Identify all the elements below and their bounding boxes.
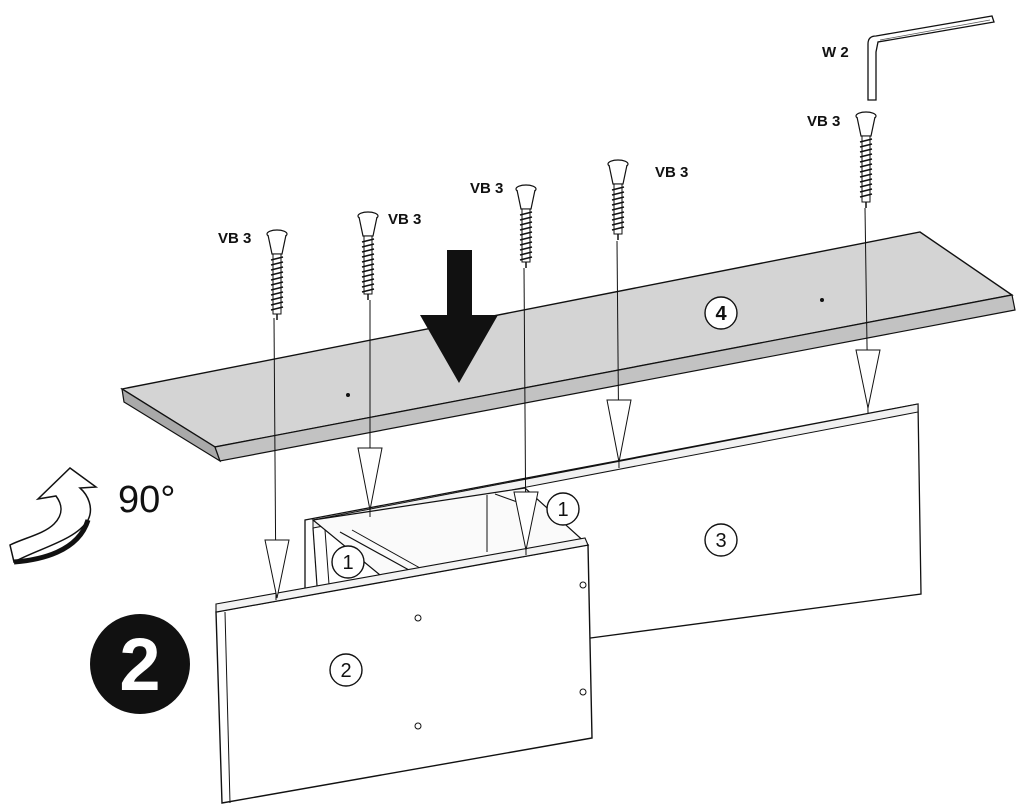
part-1-left-marker: 1	[331, 545, 365, 579]
screw-label-5: VB 3	[807, 113, 840, 130]
screw-icon	[357, 211, 379, 300]
part-1-left-label: 1	[342, 552, 353, 574]
screw-label-4: VB 3	[655, 164, 688, 181]
part-1-right-label: 1	[557, 499, 568, 521]
alignment-arrows	[264, 349, 881, 599]
part-2-marker: 2	[329, 653, 363, 687]
press-down-arrow-icon	[420, 250, 498, 383]
part-4-label: 4	[715, 303, 727, 325]
screw-icon	[607, 159, 629, 240]
part-4-marker: 4	[704, 296, 738, 330]
screw-icon	[266, 229, 288, 320]
screw-icon	[855, 111, 877, 208]
front-panel	[215, 537, 593, 804]
screw-label-2: VB 3	[388, 211, 421, 228]
top-panel	[120, 231, 1016, 463]
screw-icon	[515, 184, 537, 268]
hex-wrench-icon	[867, 15, 995, 101]
screw-label-3: VB 3	[470, 180, 503, 197]
rotate-arrow-icon	[9, 467, 99, 565]
rotation-label: 90°	[118, 479, 175, 521]
screw-group	[266, 111, 877, 320]
step-badge: 2	[90, 614, 190, 714]
part-1-right-marker: 1	[546, 492, 580, 526]
wrench-label: W 2	[822, 44, 849, 61]
part-3-marker: 3	[704, 523, 738, 557]
part-2-label: 2	[340, 660, 351, 682]
part-3-label: 3	[715, 530, 726, 552]
step-number: 2	[119, 623, 160, 706]
screw-label-1: VB 3	[218, 230, 251, 247]
